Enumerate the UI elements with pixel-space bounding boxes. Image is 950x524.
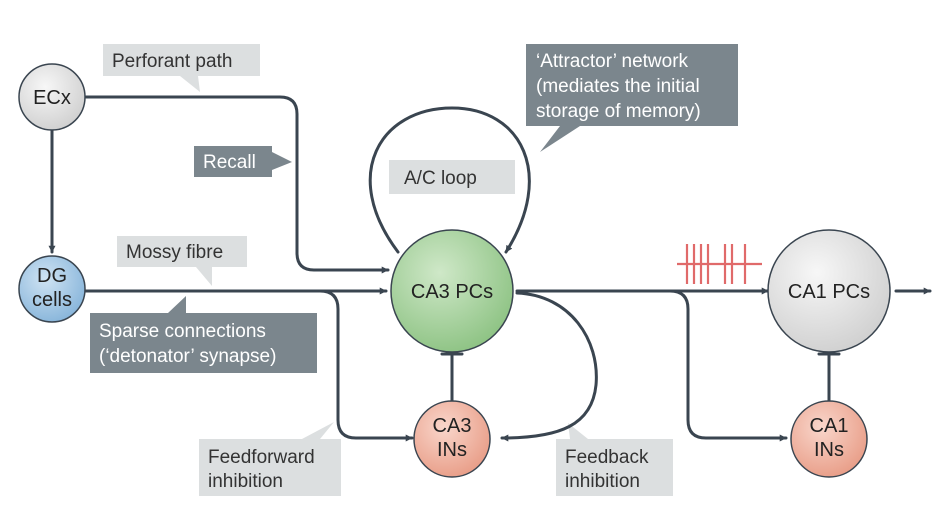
ca3-ins-line1: CA3 [433,415,472,437]
sparse-connections-line1: Sparse connections [99,321,266,342]
dg-label-line1: DG [37,265,67,287]
ca1-ins-line2: INs [814,439,844,461]
callout-recall: Recall [194,146,292,177]
feedback-line2: inhibition [565,471,640,492]
callout-attractor-network: ‘Attractor’ network (mediates the initia… [526,44,738,152]
attractor-line3: storage of memory) [536,101,701,122]
node-ecx: ECx [18,63,86,131]
callout-feedback-inhibition: Feedback inhibition [556,423,673,496]
feedback-line1: Feedback [565,447,649,468]
mossy-fibre-label: Mossy fibre [126,242,223,263]
sparse-connections-line2: (‘detonator’ synapse) [99,346,276,367]
ecx-label: ECx [33,87,71,109]
ca3-pcs-label: CA3 PCs [411,281,493,303]
attractor-line1: ‘Attractor’ network [536,51,689,72]
ca3-ins-line2: INs [437,439,467,461]
feedback-arrow [500,291,598,442]
feedforward-line2: inhibition [208,471,283,492]
node-ca3-pcs: CA3 PCs [390,229,514,353]
ca3-to-ca1-ins-arrow [668,289,788,442]
callout-sparse-connections: Sparse connections (‘detonator’ synapse) [90,296,317,373]
attractor-line2: (mediates the initial [536,76,700,97]
callout-feedforward-inhibition: Feedforward inhibition [199,422,341,496]
callout-mossy-fibre: Mossy fibre [117,236,247,286]
callout-ac-loop: A/C loop [389,160,515,194]
recall-label: Recall [203,152,256,173]
ac-loop-arrow [368,106,531,254]
feedforward-line1: Feedforward [208,447,315,468]
ac-loop-label: A/C loop [404,168,477,189]
node-dg-cells: DG cells [18,255,86,323]
ca1-pcs-label: CA1 PCs [788,281,870,303]
spike-train-icon [677,244,762,284]
node-ca3-ins: CA3 INs [413,400,491,478]
perforant-path-label: Perforant path [112,51,232,72]
node-ca1-ins: CA1 INs [790,400,868,478]
ca1-ins-line1: CA1 [810,415,849,437]
feedforward-arrow [318,289,414,442]
perforant-path-arrow [84,95,390,274]
node-ca1-pcs: CA1 PCs [767,229,891,353]
dg-label-line2: cells [32,289,72,311]
callout-perforant-path: Perforant path [103,44,260,92]
